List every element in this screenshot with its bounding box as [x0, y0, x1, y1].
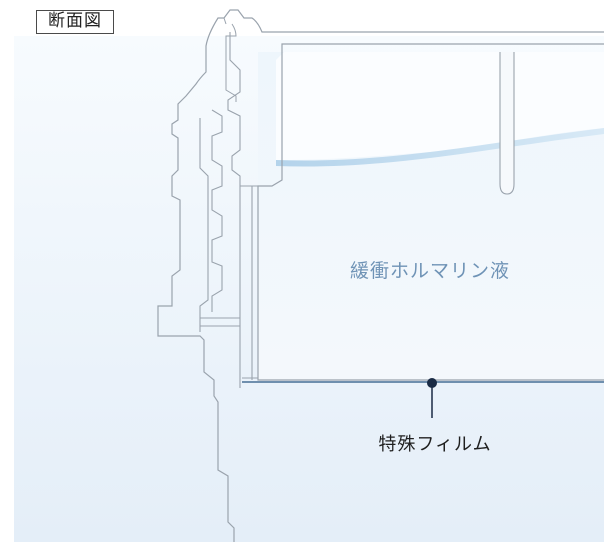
lid-thread-profile [199, 32, 258, 388]
section-tag: 断面図 [36, 10, 114, 34]
lid-outer-step [223, 17, 237, 102]
air-region [276, 52, 604, 160]
inner-rod [499, 52, 515, 195]
lid-inner-wall [257, 43, 604, 381]
water-surface-wave [276, 128, 604, 167]
film-label: 特殊フィルム [378, 434, 492, 455]
container-lid-outline [157, 9, 604, 542]
liquid-label: 緩衝ホルマリン液 [349, 260, 510, 282]
